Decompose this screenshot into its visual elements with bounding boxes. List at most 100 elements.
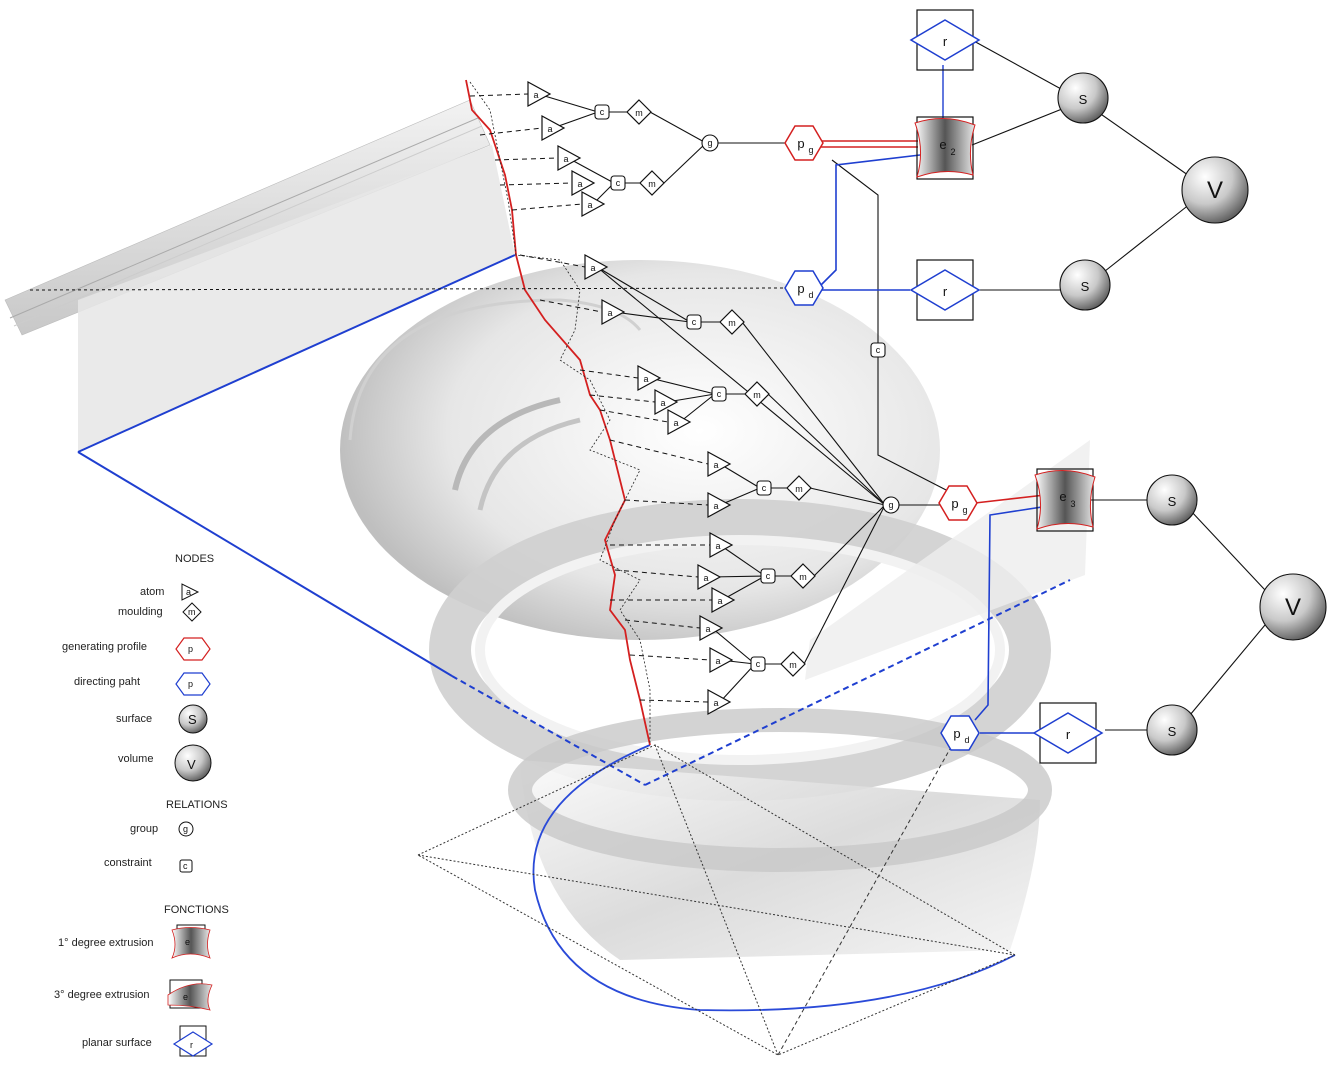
svg-text:a: a	[660, 398, 665, 408]
surface-node: S	[1146, 704, 1198, 756]
construction-lines	[417, 739, 1017, 1056]
svg-text:m: m	[728, 318, 736, 328]
svg-text:e: e	[183, 992, 188, 1002]
atom-node: a	[637, 364, 662, 392]
atom-node: a	[541, 114, 566, 142]
profile-connectors	[819, 65, 1056, 734]
legend-relations-title: RELATIONS	[166, 799, 228, 811]
moulding-node: m	[744, 381, 770, 407]
constraint-node: c	[711, 386, 727, 402]
svg-text:a: a	[673, 418, 678, 428]
legend-group-icon: g	[178, 821, 194, 837]
svg-text:a: a	[577, 179, 582, 189]
legend-constraint-icon: c	[179, 859, 193, 873]
svg-text:c: c	[766, 571, 771, 581]
surface-node: S	[1057, 72, 1109, 124]
legend-nodes-title: NODES	[175, 553, 214, 565]
atom-node: a	[709, 646, 734, 674]
legend-surface-label: surface	[116, 713, 152, 725]
svg-text:S: S	[188, 712, 197, 727]
legend-constraint-label: constraint	[104, 857, 152, 869]
svg-text:a: a	[643, 374, 648, 384]
svg-text:p: p	[797, 281, 804, 296]
atom-node: a	[709, 531, 734, 559]
group-node: g	[882, 496, 900, 514]
svg-text:e: e	[939, 137, 946, 152]
svg-text:V: V	[1207, 177, 1223, 204]
legend-volume-icon: V	[174, 744, 212, 782]
svg-text:m: m	[635, 108, 643, 118]
legend-first-degree-icon: e	[171, 924, 211, 959]
atom-node: a	[707, 688, 732, 716]
legend-surface-icon: S	[178, 704, 208, 734]
svg-text:S: S	[1081, 279, 1090, 294]
constraint-node: c	[870, 342, 886, 358]
legend-moulding-icon: m	[182, 602, 202, 622]
atom-node: a	[584, 253, 609, 281]
moulding-node: m	[719, 309, 745, 335]
atom-links	[29, 93, 786, 703]
svg-text:a: a	[547, 124, 552, 134]
volume-node: V	[1259, 573, 1327, 641]
legend-group-label: group	[130, 823, 158, 835]
planar-surface-node: r	[1032, 702, 1104, 764]
legend-planar-surface-label: planar surface	[82, 1037, 152, 1049]
atom-node: a	[707, 450, 732, 478]
constraint-node: c	[756, 480, 772, 496]
planar-surface-node: r	[909, 259, 981, 321]
moulding-node: m	[790, 563, 816, 589]
svg-text:m: m	[799, 572, 807, 582]
svg-text:c: c	[756, 659, 761, 669]
legend-first-degree-label: 1° degree extrusion	[58, 937, 154, 949]
svg-text:e: e	[185, 937, 190, 947]
atom-node: a	[699, 614, 724, 642]
svg-text:g: g	[707, 138, 712, 148]
svg-text:a: a	[717, 596, 722, 606]
svg-text:r: r	[190, 1040, 193, 1050]
svg-text:a: a	[713, 460, 718, 470]
atom-node: a	[697, 563, 722, 591]
svg-text:a: a	[607, 308, 612, 318]
svg-text:m: m	[648, 179, 656, 189]
column-capital-render	[4, 99, 1090, 960]
svg-text:g: g	[888, 500, 893, 510]
svg-text:p: p	[797, 136, 804, 151]
planar-surface-node: r	[909, 9, 981, 71]
svg-text:2: 2	[950, 147, 955, 157]
svg-text:r: r	[943, 284, 948, 299]
atom-node: a	[654, 388, 679, 416]
svg-text:a: a	[713, 501, 718, 511]
svg-text:m: m	[753, 390, 761, 400]
constraint-node: c	[594, 104, 610, 120]
svg-text:c: c	[183, 861, 188, 871]
svg-text:m: m	[795, 484, 803, 494]
svg-text:a: a	[705, 624, 710, 634]
generating-profile-curve	[465, 79, 651, 746]
svg-text:r: r	[943, 34, 948, 49]
svg-text:p: p	[953, 726, 960, 741]
svg-text:S: S	[1168, 724, 1177, 739]
constraint-node: c	[610, 175, 626, 191]
svg-text:S: S	[1079, 92, 1088, 107]
legend-functions-title: FONCTIONS	[164, 904, 229, 916]
legend-atom-icon: a	[181, 583, 200, 601]
moulding-node: m	[639, 170, 665, 196]
atom-node: a	[527, 80, 552, 108]
atom-node: a	[707, 491, 732, 519]
legend-third-degree-label: 3° degree extrusion	[54, 989, 150, 1001]
constraint-node: c	[760, 568, 776, 584]
legend-generating-profile-label: generating profile	[62, 641, 147, 653]
svg-text:e: e	[1059, 489, 1066, 504]
svg-text:V: V	[1285, 594, 1301, 621]
legend-directing-path-label: directing paht	[74, 676, 140, 688]
legend-volume-label: volume	[118, 753, 153, 765]
svg-text:d: d	[808, 290, 813, 300]
svg-text:a: a	[715, 656, 720, 666]
svg-text:c: c	[692, 317, 697, 327]
svg-text:a: a	[533, 90, 538, 100]
